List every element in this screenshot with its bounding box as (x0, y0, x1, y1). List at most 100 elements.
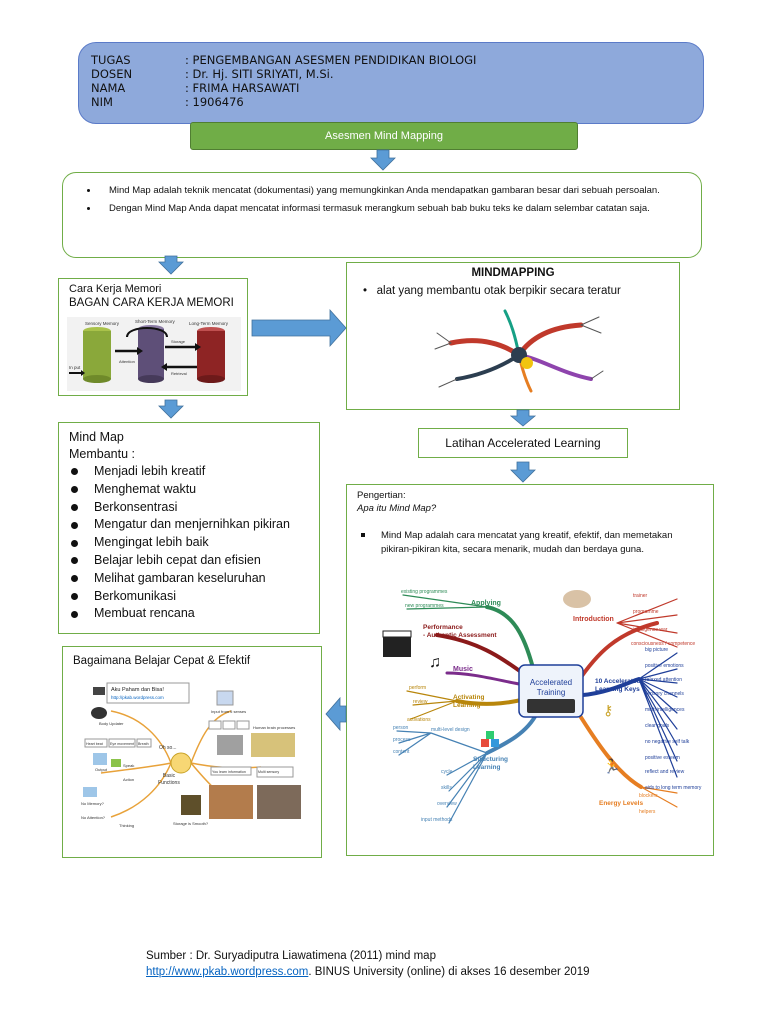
belajar-label: Human brain processes (253, 725, 295, 730)
map-branch-label: - Authentic Assessment (423, 632, 497, 639)
belajar-label: Oh so... (159, 745, 177, 751)
map-leaf-label: input methods (421, 817, 453, 823)
header-key: NIM (91, 95, 113, 109)
square-bullet-icon (361, 533, 365, 537)
mindmapping-image (431, 303, 607, 395)
list-item-text: Melihat gambaran keseluruhan (94, 570, 266, 585)
map-leaf-label: existing programmes (401, 589, 448, 595)
bullet-icon (71, 503, 78, 511)
list-item: Menghemat waktu (69, 481, 309, 499)
source-line-1: Sumber : Dr. Suryadiputra Liawatimena (2… (146, 950, 436, 962)
map-leaf-label: content (393, 749, 410, 755)
definition-box: Mind Map adalah teknik mencatat (dokumen… (62, 172, 702, 258)
memory-label: Sensory Memory (85, 321, 120, 326)
header-row-nim: NIM : 1906476 (91, 95, 691, 109)
memory-label: Short-Term Memory (135, 319, 176, 324)
map-branch-label: Applying (471, 600, 501, 607)
benefits-subheading: Membantu : (69, 447, 136, 461)
header-value: : 1906476 (185, 95, 244, 109)
list-item: Belajar lebih cepat dan efisien (69, 552, 309, 570)
benefits-heading: Mind Map (69, 430, 124, 444)
header-panel: TUGAS : PENGEMBANGAN ASESMEN PENDIDIKAN … (78, 42, 704, 124)
bullet-icon (71, 468, 78, 476)
belajar-bubble-text: Aku Paham dan Bisa! (111, 687, 164, 693)
map-leaf-label: relaxed attention (645, 677, 682, 683)
bullet-icon (71, 521, 78, 529)
bullet-icon (71, 539, 78, 547)
map-center-label: Training (537, 688, 566, 697)
header-row-nama: NAMA : FRIMA HARSAWATI (91, 81, 691, 95)
map-leaf-label: overview (437, 801, 457, 807)
memory-label: Storage (171, 339, 186, 344)
header-key: TUGAS (91, 53, 131, 67)
map-branch-label: Introduction (573, 616, 614, 623)
list-item: Membuat rencana (69, 605, 309, 623)
bullet-icon (71, 557, 78, 565)
bullet-icon (71, 486, 78, 494)
bullet-icon (71, 575, 78, 583)
map-branch-label: Performance (423, 624, 463, 631)
memory-label: In put (69, 365, 81, 370)
map-leaf-label: process (393, 737, 411, 743)
list-item: Berkonsentrasi (69, 499, 309, 517)
map-center-label: Accelerated (530, 678, 572, 687)
belajar-label: Body Updater (99, 721, 124, 726)
map-leaf-label: sensory channels (645, 691, 684, 697)
pengertian-question: Apa itu Mind Map? (357, 502, 436, 515)
list-item: Berkomunikasi (69, 588, 309, 606)
map-leaf-label: clear goals (645, 723, 670, 729)
list-item-text: Belajar lebih cepat dan efisien (94, 552, 261, 567)
list-item-text: Mengingat lebih baik (94, 535, 209, 550)
map-leaf-label: multi-level design (431, 727, 470, 733)
map-branch-label: Structuring (473, 756, 508, 763)
map-leaf-label: new programmes (405, 603, 444, 609)
belajar-box: Bagaimana Belajar Cepat & Efektif Aku Pa… (62, 646, 322, 858)
belajar-label: You learn information (212, 770, 246, 774)
list-item: Mengatur dan menjernihkan pikiran (69, 516, 309, 534)
list-item-text: Mengatur dan menjernihkan pikiran (94, 517, 290, 532)
header-row-tugas: TUGAS : PENGEMBANGAN ASESMEN PENDIDIKAN … (91, 53, 691, 67)
belajar-label: Thinking (119, 823, 134, 828)
map-leaf-label: review (413, 699, 428, 705)
mindmapping-box: MINDMAPPING • alat yang membantu otak be… (346, 262, 680, 410)
left-arrow-icon (325, 696, 347, 732)
list-item-text: Berkonsentrasi (94, 499, 178, 514)
down-arrow-icon (509, 409, 537, 427)
map-leaf-label: no negative self talk (645, 739, 690, 745)
belajar-bubble-text: http://pkab.wordpress.com (111, 695, 164, 700)
list-item-text: Membuat rencana (94, 606, 195, 621)
map-leaf-label: intelligence war (633, 627, 668, 633)
map-branch-label: Music (453, 666, 473, 673)
definition-item: Dengan Mind Map Anda dapat mencatat info… (99, 200, 687, 218)
belajar-label: No Memory? (81, 801, 105, 806)
map-branch-label: Energy Levels (599, 800, 643, 807)
belajar-label: Action (123, 777, 134, 782)
pengertian-heading: Pengertian: Apa itu Mind Map? (357, 489, 436, 515)
list-item: Menjadi lebih kreatif (69, 463, 309, 481)
map-leaf-label: positive emotions (645, 663, 684, 669)
map-leaf-label: helpers (639, 809, 656, 815)
pengertian-question-text: Apa itu Mind Map? (357, 503, 437, 514)
map-leaf-label: trainer (633, 593, 648, 599)
bullet-icon (71, 592, 78, 600)
memory-label: Retrieval (171, 371, 187, 376)
definition-item: Mind Map adalah teknik mencatat (dokumen… (99, 182, 687, 200)
header-key: NAMA (91, 81, 126, 95)
source-citation: Sumber : Dr. Suryadiputra Liawatimena (2… (146, 948, 590, 980)
down-arrow-icon (510, 461, 536, 483)
source-link[interactable]: http://www.pkab.wordpress.com (146, 966, 309, 978)
map-branch-label: Learning (453, 702, 480, 709)
belajar-label: Functions (158, 780, 180, 786)
belajar-label: Input from 5 senses (211, 709, 246, 714)
runner-icon: 🏃 (603, 758, 620, 774)
memory-box: Cara Kerja Memori BAGAN CARA KERJA MEMOR… (58, 278, 248, 396)
pengertian-paragraph: Mind Map adalah cara mencatat yang kreat… (357, 529, 677, 556)
accelerated-training-map: Accelerated Training Applying existing p… (377, 583, 703, 839)
memory-diagram: Sensory Memory Short-Term Memory Long-Te… (67, 317, 241, 391)
mindmap-benefits-box: Mind Map Membantu : Menjadi lebih kreati… (58, 422, 320, 634)
belajar-label: Breath (138, 742, 149, 746)
right-arrow-icon (251, 308, 347, 348)
pengertian-text: Mind Map adalah cara mencatat yang kreat… (381, 530, 673, 555)
mindmapping-bullet-text: alat yang membantu otak berpikir secara … (376, 285, 621, 297)
